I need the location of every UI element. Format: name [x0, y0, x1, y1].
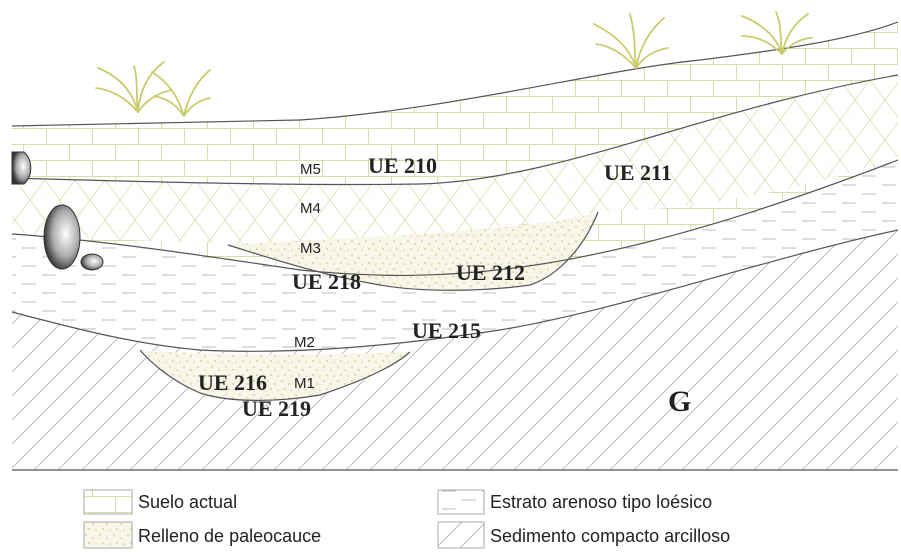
ue-211-crosshatch [12, 75, 898, 245]
estrato-arenoso-layer [12, 160, 898, 352]
ue-216-infill [140, 350, 410, 401]
ue-210-lower-boundary [11, 74, 899, 186]
label-m3: M3 [300, 240, 321, 257]
legend: Suelo actual Relleno de paleocauce Estra… [83, 489, 730, 549]
legend-label-relleno: Relleno de paleocauce [138, 526, 321, 546]
ue-211-lower-boundary [11, 159, 899, 276]
grass-tuft-2 [593, 13, 669, 69]
label-ue-210: UE 210 [368, 153, 437, 178]
label-m1: M1 [294, 375, 315, 392]
label-ue-211: UE 211 [604, 160, 672, 185]
ue-215-lower-boundary [11, 229, 899, 352]
label-g: G [668, 385, 691, 418]
grass-tuft-1 [95, 61, 211, 117]
ue-216-channel-line [139, 349, 411, 401]
legend-label-sedimento: Sedimento compacto arcilloso [490, 526, 730, 546]
stone-small [80, 253, 104, 271]
label-m2: M2 [294, 334, 315, 351]
label-ue-215: UE 215 [412, 318, 481, 343]
legend-swatch-sedimento [437, 521, 485, 549]
label-ue-218: UE 218 [292, 269, 361, 294]
grass-tuft-3 [741, 11, 813, 55]
ue-212-infill [228, 212, 598, 291]
sedimento-compacto-layer [12, 230, 898, 470]
legend-swatch-arenoso [437, 489, 485, 515]
label-m5: M5 [300, 161, 321, 178]
label-m4: M4 [300, 200, 321, 217]
legend-label-suelo: Suelo actual [138, 492, 237, 512]
legend-swatch-relleno [83, 521, 133, 549]
label-ue-216: UE 216 [198, 370, 267, 395]
stone-large [43, 204, 81, 270]
stone-left-edge [11, 151, 32, 185]
ue-212-channel-line [227, 211, 599, 291]
ground-surface-line [11, 21, 899, 127]
legend-swatch-suelo [83, 489, 133, 515]
label-ue-219: UE 219 [242, 396, 311, 421]
legend-label-arenoso: Estrato arenoso tipo loésico [490, 492, 712, 512]
label-ue-212: UE 212 [456, 260, 525, 285]
